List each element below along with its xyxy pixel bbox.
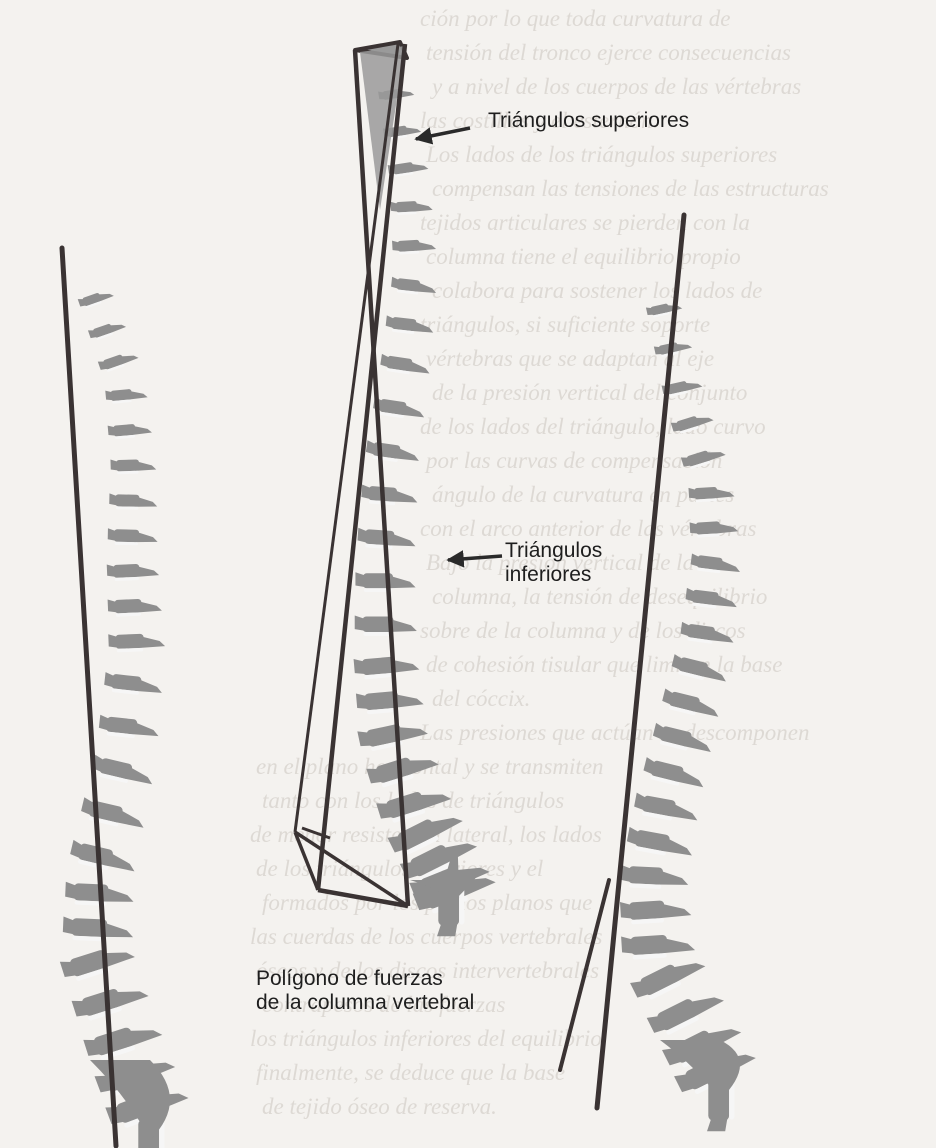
upper-triangles-label: Triángulos superiores bbox=[488, 109, 690, 132]
vertebra bbox=[634, 792, 698, 821]
vertebra bbox=[104, 672, 162, 695]
vertebra bbox=[621, 934, 696, 960]
bleed-line: de los triángulos inferiores y el bbox=[256, 856, 544, 881]
bleed-line: tejidos articulares se pierden con la bbox=[420, 210, 750, 235]
vertebra bbox=[376, 792, 452, 823]
vertebra bbox=[366, 757, 439, 788]
bleed-line: columna tiene el equilibrio propio bbox=[426, 244, 741, 269]
vertebra bbox=[361, 484, 418, 506]
vertebra bbox=[626, 826, 692, 856]
right-vertical-line bbox=[594, 212, 687, 1111]
vertebra bbox=[81, 797, 144, 828]
vertebra bbox=[662, 688, 719, 717]
vertebra bbox=[353, 656, 420, 680]
bleed-line: de cohesión tisular que limitan la base bbox=[426, 652, 783, 677]
force-polygon-label: Polígono de fuerzas de la columna verteb… bbox=[256, 967, 474, 1015]
lower-triangles-label: Triángulos inferiores bbox=[505, 539, 602, 587]
vertebra bbox=[77, 293, 114, 309]
vertebra bbox=[71, 988, 149, 1021]
vertebra bbox=[365, 440, 419, 462]
vertebra bbox=[87, 323, 127, 340]
sacrum bbox=[90, 1060, 170, 1140]
vertebra bbox=[108, 633, 166, 653]
force-polygon-label-line1: Polígono de fuerzas bbox=[256, 967, 443, 990]
sacrum bbox=[410, 875, 477, 905]
vertebra bbox=[680, 621, 734, 644]
vertebra bbox=[380, 353, 430, 375]
bleed-line: las cuerdas de los cuerpos vertebrales bbox=[250, 924, 603, 949]
vertebra bbox=[83, 1027, 163, 1061]
lower-arrow bbox=[446, 550, 503, 568]
vertebra bbox=[105, 389, 148, 404]
bleed-line: del cóccix. bbox=[432, 686, 531, 711]
bleed-line: ángulo de la curvatura en partes bbox=[432, 482, 735, 507]
vertebra bbox=[385, 315, 434, 335]
bleed-line: por las curvas de compensación bbox=[426, 448, 723, 473]
spine-middle bbox=[353, 89, 496, 937]
vertebra bbox=[70, 839, 135, 872]
vertebra bbox=[670, 416, 714, 434]
vertebra bbox=[690, 553, 740, 574]
bleed-line: finalmente, se deduce que la base bbox=[256, 1060, 566, 1085]
vertebra bbox=[59, 950, 135, 981]
vertebra bbox=[98, 714, 159, 739]
vertebra bbox=[355, 691, 424, 715]
vertebra bbox=[685, 587, 737, 609]
bleed-line: y a nivel de los cuerpos de las vértebra… bbox=[432, 74, 802, 99]
vertebra bbox=[688, 486, 735, 503]
vertebra bbox=[107, 528, 158, 546]
vertebra bbox=[392, 239, 437, 255]
vertebra bbox=[646, 997, 724, 1035]
vertebra bbox=[619, 900, 692, 925]
vertebra bbox=[62, 916, 134, 942]
vertebra bbox=[619, 864, 689, 889]
vertebra bbox=[106, 563, 160, 582]
vertebra bbox=[391, 276, 437, 295]
bleed-line: contrapesos de las fuerzas bbox=[262, 992, 506, 1017]
force-polygon-label-line2: de la columna vertebral bbox=[256, 991, 475, 1014]
bleed-line: los triángulos inferiores del equilibrio bbox=[250, 1026, 602, 1051]
vertebra bbox=[354, 615, 417, 636]
vertebra bbox=[680, 450, 726, 469]
spine-right bbox=[619, 303, 756, 1132]
bleed-line: Los lados de los triángulos superiores bbox=[426, 142, 778, 167]
left-vertical-line bbox=[59, 245, 119, 1148]
vertebra bbox=[107, 424, 152, 440]
bleed-line: Las presiones que actúan se descomponen bbox=[420, 720, 810, 745]
vertebra bbox=[630, 963, 706, 1000]
right-sacral-line bbox=[558, 878, 611, 1072]
vertebra bbox=[107, 599, 162, 617]
vertebra bbox=[357, 724, 428, 751]
bleed-line: tensión del tronco ejerce consecuencias bbox=[426, 40, 791, 65]
bleed-line: triángulos, si suficiente soporte bbox=[420, 312, 711, 337]
bleed-line: ción por lo que toda curvatura de bbox=[420, 6, 731, 31]
vertebra bbox=[643, 757, 704, 788]
upper-arrow bbox=[414, 126, 471, 145]
bleed-line: colabora para sostener los lados de bbox=[432, 278, 763, 303]
vertebra bbox=[109, 493, 158, 510]
vertebra bbox=[671, 654, 726, 682]
force-polygon bbox=[293, 40, 411, 909]
sacrum bbox=[660, 1040, 740, 1100]
spine-left bbox=[59, 293, 189, 1148]
vertebra bbox=[390, 201, 433, 216]
bleed-line: óseos y de los discos intervertebrales bbox=[256, 958, 600, 983]
bleed-line: compensan las tensiones de las estructur… bbox=[432, 176, 829, 201]
vertebra bbox=[92, 754, 153, 785]
bleed-line: de tejido óseo de reserva. bbox=[262, 1094, 497, 1119]
lower-triangles-label-line2: inferiores bbox=[505, 563, 592, 586]
vertebra bbox=[373, 396, 425, 419]
vertebra bbox=[689, 521, 739, 538]
vertebra bbox=[110, 459, 157, 475]
vertebra bbox=[97, 354, 139, 372]
lower-triangles-label-line1: Triángulos bbox=[505, 539, 603, 562]
vertebra bbox=[652, 722, 711, 752]
